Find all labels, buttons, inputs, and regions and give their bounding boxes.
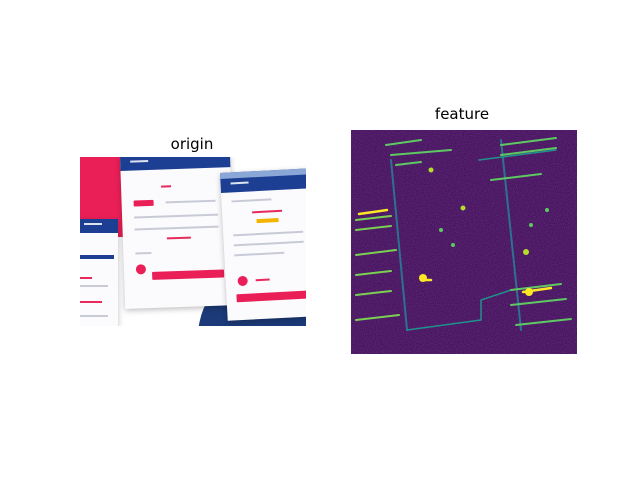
phone-card-middle xyxy=(120,157,236,309)
origin-image xyxy=(80,157,306,326)
card-row xyxy=(255,278,270,282)
card-button xyxy=(152,269,225,280)
card-button xyxy=(236,290,306,303)
card-header xyxy=(220,168,306,193)
card-icon xyxy=(135,264,147,275)
card-row xyxy=(165,199,216,204)
feature-map-svg xyxy=(351,130,577,354)
card-row xyxy=(134,213,219,219)
card-row xyxy=(161,185,172,188)
card-row xyxy=(80,255,114,259)
card-row xyxy=(256,218,279,224)
phone-card-left xyxy=(80,219,118,326)
feature-map xyxy=(351,130,577,354)
card-tab xyxy=(133,199,154,207)
card-row xyxy=(80,301,102,303)
origin-title: origin xyxy=(170,135,214,153)
card-row xyxy=(80,315,108,317)
card-row xyxy=(80,285,108,287)
card-row xyxy=(166,236,191,240)
card-row xyxy=(234,251,285,257)
card-row xyxy=(252,209,283,214)
card-row xyxy=(134,225,219,231)
phone-card-right xyxy=(220,168,306,321)
card-row xyxy=(135,251,152,255)
card-row xyxy=(231,198,272,203)
card-icon xyxy=(237,275,248,287)
card-row xyxy=(233,240,304,247)
card-header xyxy=(120,157,231,171)
card-row xyxy=(80,277,92,279)
card-header xyxy=(80,219,118,233)
card-row xyxy=(233,230,304,237)
feature-title: feature xyxy=(434,105,490,123)
